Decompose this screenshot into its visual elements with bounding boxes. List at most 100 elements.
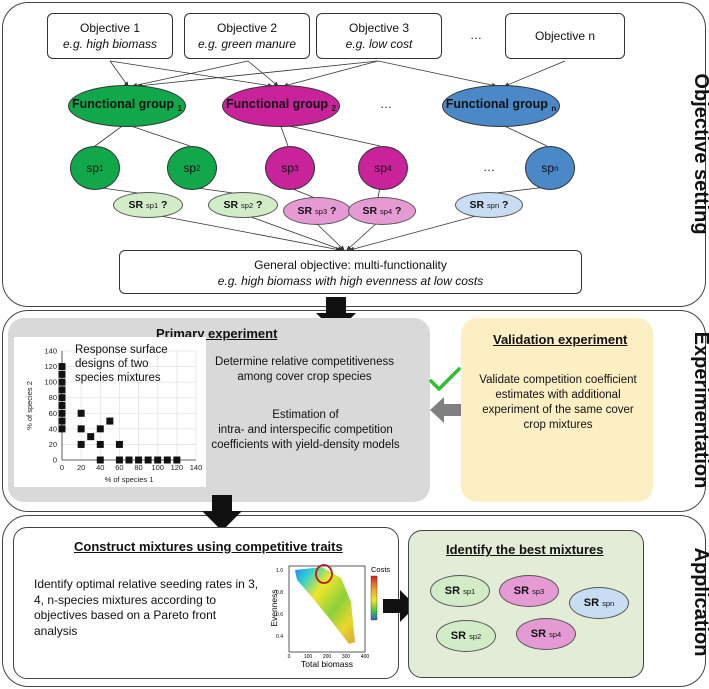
pareto-ytick-2: 0.8 — [276, 590, 283, 596]
data-point-23 — [163, 456, 171, 464]
data-point-13 — [96, 456, 104, 464]
data-point-2 — [58, 409, 66, 417]
functional-group-n-sub: n — [551, 103, 557, 113]
application-title: Application — [690, 547, 709, 657]
y-tick-label-5: 100 — [44, 378, 57, 387]
data-point-0 — [58, 425, 66, 433]
data-point-19 — [125, 456, 133, 464]
objective-n-box: Objective n — [505, 13, 625, 59]
pareto-legend-bar — [370, 575, 378, 621]
seeding-rate-spn: SR spn ? — [455, 192, 523, 218]
data-point-7 — [58, 370, 66, 378]
pareto-xtick-1: 0 — [288, 654, 291, 660]
pareto-ytick-3: 0.6 — [276, 612, 283, 618]
data-point-18 — [115, 456, 123, 464]
objective-3-box: Objective 3 e.g. low cost — [316, 13, 442, 59]
general-objective-line1: General objective: multi-functionality — [254, 258, 447, 272]
data-point-11 — [77, 409, 85, 417]
functional-group-n-label: Functional group — [445, 96, 548, 111]
pareto-front-plot: 1.0 0.8 0.6 0.4 0 100 200 300 400 Total … — [269, 564, 390, 669]
y-axis-label: % of species 2 — [25, 381, 34, 430]
x-tick-label-6: 120 — [171, 463, 184, 472]
objective-3-label: Objective 3 — [348, 21, 410, 35]
experimentation-title: Experimentation — [690, 331, 709, 489]
objective-3-example: e.g. low cost — [345, 37, 413, 51]
y-tick-label-0: 0 — [53, 456, 57, 465]
x-tick-label-3: 60 — [115, 463, 123, 472]
data-point-9 — [77, 440, 85, 448]
seeding-rate-sp3: SR sp3 ? — [283, 197, 351, 225]
data-point-8 — [58, 363, 66, 371]
x-tick-label-1: 20 — [77, 463, 85, 472]
left-arrow-icon — [430, 397, 461, 423]
data-point-20 — [135, 456, 143, 464]
best-mixture-sp4: SR sp4 — [516, 618, 576, 650]
y-tick-label-3: 60 — [49, 409, 57, 418]
x-tick-label-0: 0 — [60, 463, 64, 472]
pareto-xtick-5: 400 — [361, 654, 370, 660]
objective-2-box: Objective 2 e.g. green manure — [184, 13, 310, 59]
validation-experiment-text: Validate competition coefficient estimat… — [479, 374, 637, 431]
seeding-rate-sp1: SR sp1 ? — [113, 192, 183, 218]
y-tick-label-1: 20 — [49, 440, 57, 449]
functional-group-1: Functional group 1 — [68, 85, 186, 127]
chart-title: Response surface designs of two species … — [75, 344, 168, 384]
functional-group-1-sub: 1 — [177, 103, 182, 113]
data-point-15 — [96, 425, 104, 433]
best-mixture-sp1: SR sp1 — [430, 575, 490, 607]
functional-group-1-label: Functional group — [71, 96, 175, 111]
functional-group-n: Functional group n — [442, 85, 560, 127]
check-icon — [429, 367, 461, 391]
data-point-10 — [77, 425, 85, 433]
pareto-xtick-2: 100 — [304, 654, 313, 660]
objective-1-label: Objective 1 — [79, 21, 141, 35]
pareto-legend-title: Costs — [371, 565, 390, 574]
data-point-17 — [115, 440, 123, 448]
general-objective-box: General objective: multi-functionality e… — [119, 250, 582, 294]
functional-group-ellipsis: … — [380, 97, 392, 111]
data-point-24 — [173, 456, 181, 464]
x-tick-label-2: 40 — [96, 463, 104, 472]
construct-mixtures-title: Construct mixtures using competitive tra… — [74, 539, 343, 554]
objective-connections — [94, 60, 566, 252]
y-tick-label-2: 40 — [49, 424, 57, 433]
general-objective-line2: e.g. high biomass with high evenness at … — [217, 274, 484, 288]
best-mixture-spn: SR spn — [569, 587, 629, 619]
construct-mixtures-text: Identify optimal relative seeding rates … — [34, 577, 259, 638]
validation-experiment-panel — [461, 318, 653, 502]
data-point-5 — [58, 386, 66, 394]
data-point-21 — [144, 456, 152, 464]
functional-group-2: Functional group 2 — [222, 85, 340, 127]
data-point-16 — [106, 417, 114, 425]
species-ellipsis: … — [483, 160, 495, 174]
data-point-6 — [58, 378, 66, 386]
pareto-ytick-1: 1.0 — [276, 568, 283, 574]
best-mixtures-title: Identify the best mixtures — [446, 542, 604, 557]
data-point-14 — [96, 440, 104, 448]
pareto-xtick-3: 200 — [323, 654, 332, 660]
y-tick-label-6: 120 — [44, 362, 57, 371]
x-axis-label: % of species 1 — [105, 475, 154, 484]
best-mixture-sp3: SR sp3 — [499, 575, 559, 607]
data-point-12 — [87, 433, 95, 441]
data-point-4 — [58, 394, 66, 402]
right-arrow-icon — [383, 590, 416, 622]
validation-experiment-title: Validation experiment — [493, 332, 628, 347]
y-tick-label-4: 80 — [49, 393, 57, 402]
seeding-rate-sp4: SR sp4 ? — [348, 197, 416, 225]
functional-group-2-sub: 2 — [331, 103, 336, 113]
y-tick-label-7: 140 — [44, 347, 57, 356]
x-tick-label-7: 140 — [190, 463, 203, 472]
x-tick-label-4: 80 — [134, 463, 142, 472]
objective-ellipsis: … — [470, 28, 482, 42]
seeding-rate-sp2: SR sp2 ? — [208, 192, 278, 218]
pareto-ylabel: Evenness — [269, 589, 279, 626]
objective-n-label: Objective n — [534, 29, 596, 43]
data-point-3 — [58, 402, 66, 409]
data-point-22 — [154, 456, 162, 464]
down-arrow-2 — [202, 495, 242, 531]
